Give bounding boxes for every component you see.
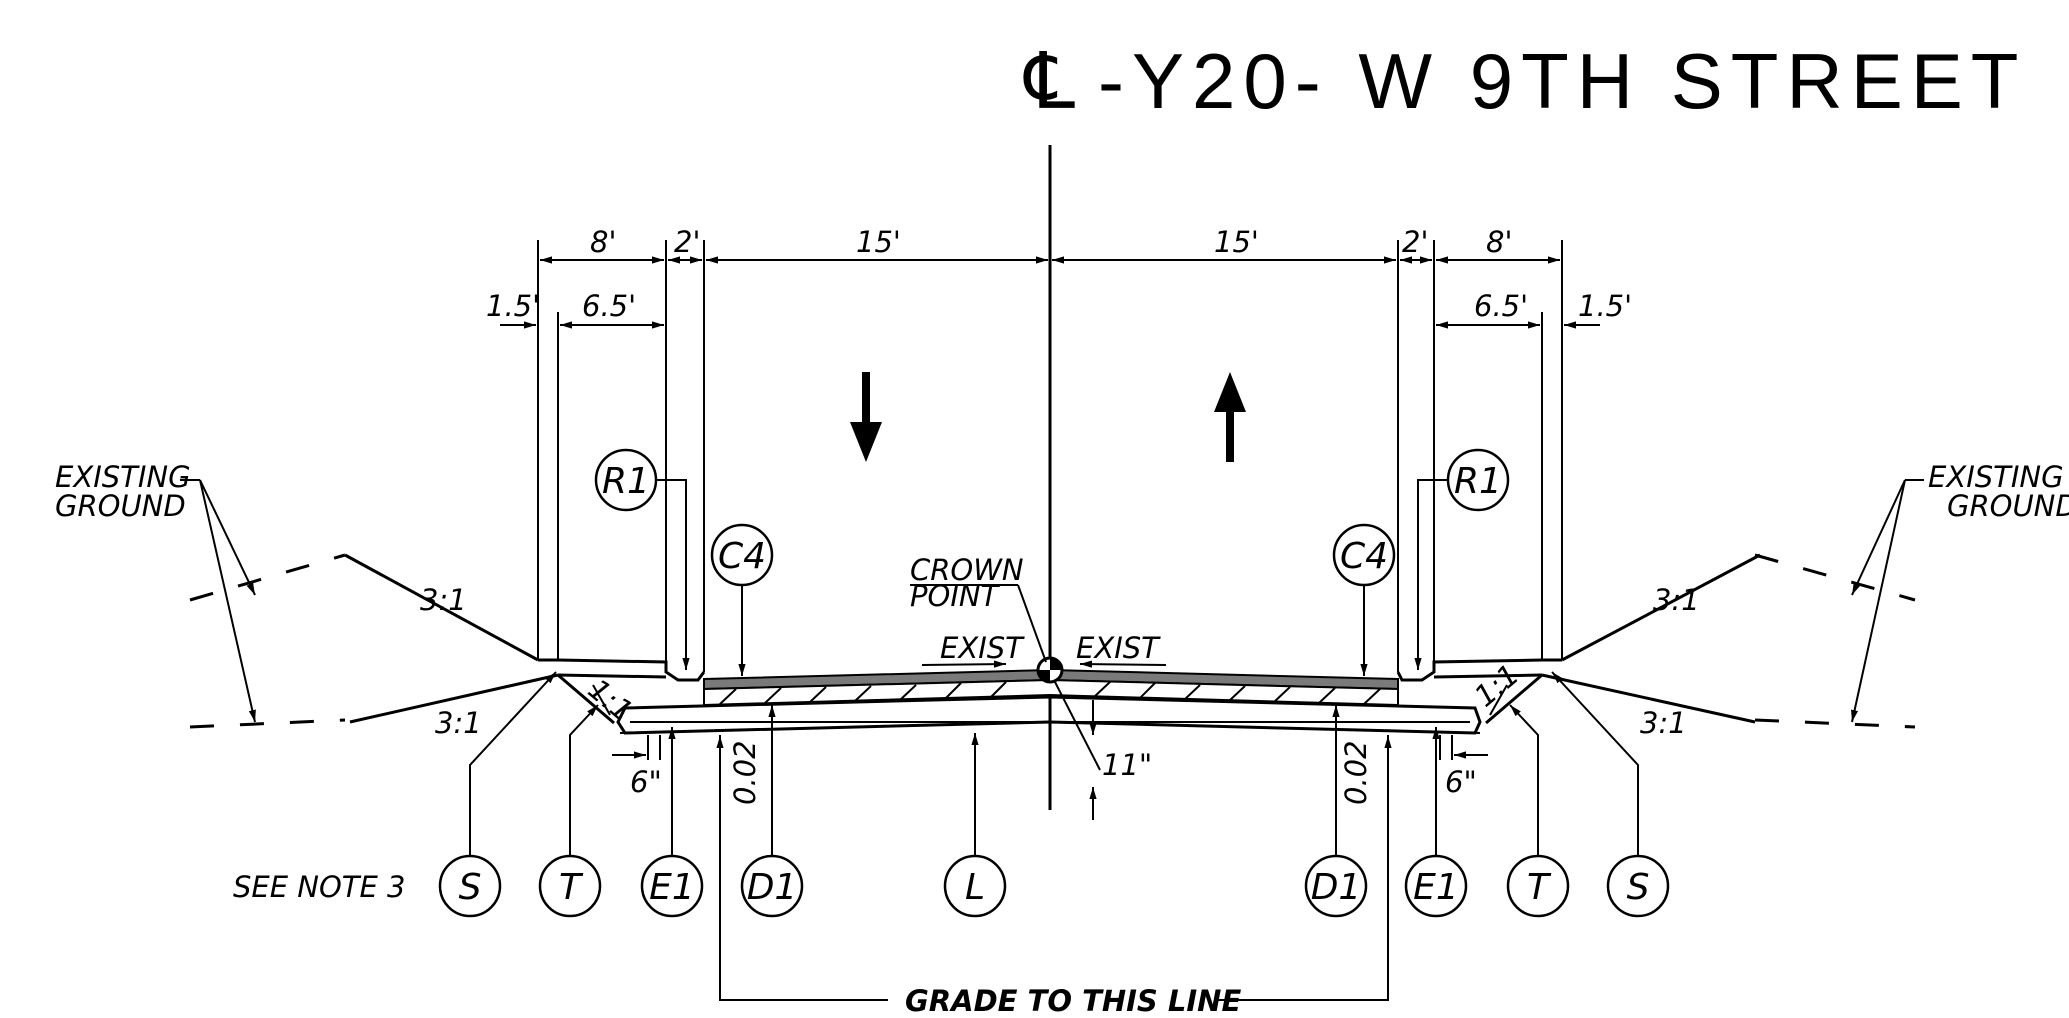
dimensions-right (1052, 240, 1600, 672)
dim-left-gutter: 2' (674, 225, 700, 259)
callout-e1-right-text: E1 (1413, 867, 1459, 908)
callout-r1-right: R1 (1414, 448, 1510, 670)
callout-c4-left-text: C4 (718, 536, 766, 577)
callout-t-right-text: T (1527, 867, 1552, 908)
callout-d1-right-text: D1 (1311, 867, 1362, 908)
existing-ground-label-left-line1: EXISTING (55, 460, 191, 494)
existing-ground-label-right-line2: GROUND (1947, 489, 2069, 523)
thickness-6-right-label: 6" (1445, 765, 1477, 799)
crown-point-marker (1036, 656, 1064, 684)
exist-label-right-text: EXIST (1076, 631, 1161, 665)
callout-s-left-text: S (459, 867, 482, 908)
slope-left-lower: 3:1 (435, 706, 482, 740)
callout-s-right: S (1551, 671, 1670, 918)
intermediate-course (703, 678, 1399, 707)
callout-d1-left-text: D1 (747, 867, 798, 908)
callout-s-right-text: S (1627, 867, 1650, 908)
dim-right-offset: 1.5' (1578, 289, 1632, 323)
grade-line-callout: GRADE TO THIS LINE (716, 735, 1392, 1018)
slope-left-upper: 3:1 (420, 583, 467, 617)
dim-right-gutter: 2' (1402, 225, 1428, 259)
dim-right-lane: 15' (1214, 225, 1259, 259)
callout-d1-left: D1 (740, 705, 804, 918)
cross-slope-right: 0.02 (1339, 740, 1373, 805)
existing-ground-label-left-line2: GROUND (55, 489, 186, 523)
callout-d1-right: D1 (1304, 705, 1368, 918)
dim-left-offset: 1.5' (486, 289, 540, 323)
exist-label-left: EXIST (921, 631, 1025, 668)
callout-e1-left: E1 (640, 727, 704, 918)
callout-s-left: S (438, 671, 557, 918)
slope-1-1-left: 1:1 (582, 672, 640, 728)
slope-right-upper: 3:1 (1653, 583, 1700, 617)
existing-ground-label-right-line1: EXISTING (1928, 460, 2064, 494)
dim-left-outer: 8' (590, 225, 616, 259)
callout-r1-left: R1 (594, 448, 690, 670)
cross-slope-left: 0.02 (728, 740, 762, 805)
side-slopes (344, 553, 1761, 724)
callout-l-text: L (965, 867, 985, 908)
callout-e1-left-text: E1 (649, 867, 695, 908)
callout-t-left: T (538, 704, 602, 918)
thickness-6-right (1439, 735, 1488, 760)
travel-direction-arrows (850, 372, 1246, 462)
thickness-11-label: 11" (1102, 748, 1152, 782)
exist-label-left-text: EXIST (940, 631, 1025, 665)
callout-r1-right-text: R1 (1454, 461, 1502, 502)
callout-l: L (943, 733, 1007, 918)
thickness-6-left-label: 6" (630, 765, 662, 799)
grade-line-label: GRADE TO THIS LINE (905, 984, 1241, 1013)
slope-right-lower: 3:1 (1640, 706, 1687, 740)
callout-c4-right: C4 (1332, 523, 1396, 676)
callout-c4-right-text: C4 (1340, 536, 1388, 577)
callout-e1-right: E1 (1404, 727, 1468, 918)
dim-right-outer: 8' (1486, 225, 1512, 259)
exist-label-right: EXIST (1076, 631, 1167, 668)
see-note-3-label: SEE NOTE 3 (233, 870, 406, 904)
southbound-arrow (850, 372, 882, 462)
existing-ground-label-left: EXISTING GROUND (55, 460, 256, 723)
dim-left-inner: 6.5' (582, 289, 636, 323)
crown-point-callout: CROWN POINT (910, 553, 1047, 663)
left-curb-sidewalk (538, 658, 706, 725)
thickness-11 (1054, 681, 1101, 820)
callout-r1-left-text: R1 (602, 461, 650, 502)
slope-1-1-right: 1:1 (1468, 657, 1526, 713)
thickness-6-left (612, 735, 661, 760)
title-block: ℄ -Y20- W 9TH STREET (1023, 37, 2026, 125)
drawing-title: -Y20- W 9TH STREET (1098, 37, 2026, 125)
callout-t-left-text: T (559, 867, 584, 908)
dimensions-left (500, 240, 1048, 672)
callout-c4-left: C4 (710, 523, 774, 676)
northbound-arrow (1214, 372, 1246, 462)
callout-t-right: T (1506, 704, 1570, 918)
right-curb-sidewalk (1396, 658, 1562, 725)
existing-ground-label-right: EXISTING GROUND (1851, 460, 2069, 723)
crown-point-label-line1: CROWN (910, 553, 1024, 587)
dim-left-lane: 15' (856, 225, 901, 259)
centerline-symbol: ℄ (1023, 37, 1083, 125)
dim-right-inner: 6.5' (1474, 289, 1528, 323)
